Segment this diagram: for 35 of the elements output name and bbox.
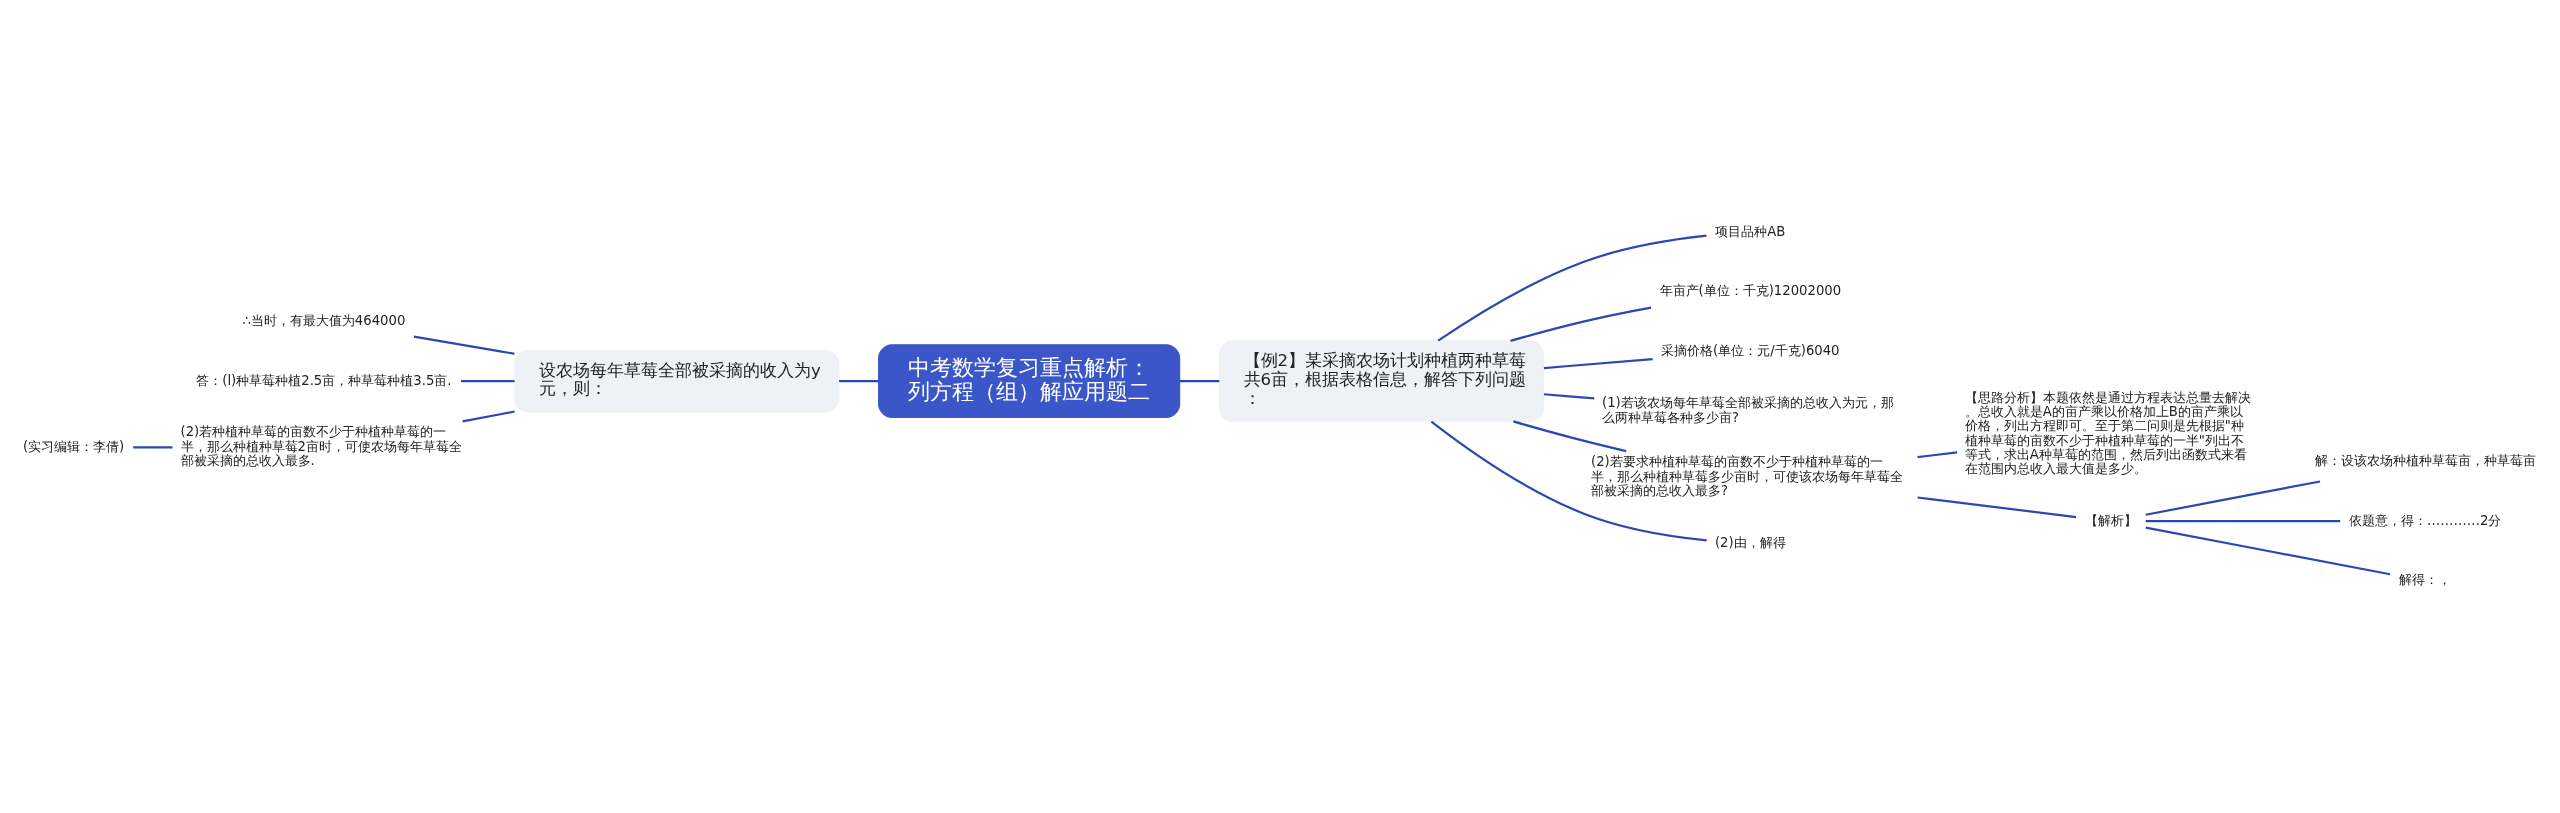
- connector: [1437, 234, 1707, 342]
- node-text: (实习编辑：李倩): [22, 438, 125, 454]
- connector: [133, 446, 173, 449]
- node-text: 解：设该农场种植种草莓亩，种草莓亩: [2314, 453, 2536, 469]
- connector: [839, 380, 879, 383]
- node-text: (1)若该农场每年草莓全部被采摘的总收入为元，那么两种草莓各种多少亩?: [1602, 395, 1894, 425]
- connector: [2145, 480, 2321, 516]
- node-text: 项目品种AB: [1715, 223, 1786, 239]
- node-text: 答：(l)种草莓种植2.5亩，种草莓种植3.5亩.: [196, 372, 452, 388]
- connector: [1513, 420, 1627, 453]
- node-text: 解得：，: [2399, 572, 2452, 588]
- connector: [2145, 526, 2391, 576]
- node-text: (2)若种植种草莓的亩数不少于种植种草莓的一半，那么种植种草莓2亩时，可使农场每年草莓全部被采摘的总收入最多.: [180, 424, 462, 469]
- connector: [462, 410, 515, 423]
- node-text: (2)若要求种植种草莓的亩数不少于种植种草莓的一半，那么种植种草莓多少亩时，可使该农场每年草莓全部被采摘的总收入最多?: [1590, 454, 1903, 498]
- connector: [461, 380, 515, 383]
- connector: [1543, 358, 1653, 370]
- node-text: 采摘价格(单位：元/千克)6040: [1661, 342, 1840, 358]
- node-text: 年亩产(单位：千克)12002000: [1659, 283, 1842, 299]
- node-text: ∴当时，有最大值为464000: [242, 313, 406, 328]
- connector: [1510, 306, 1652, 342]
- connector: [1543, 393, 1595, 400]
- connector: [2145, 520, 2341, 523]
- node-text: (2)由，解得: [1714, 534, 1786, 550]
- node-text: 依题意，得：…………2分: [2349, 512, 2502, 528]
- connector: [1917, 451, 1958, 459]
- node-text: 【解析】: [2084, 512, 2137, 528]
- node-box: 中考数学复习重点解析：列方程（组）解应用题二: [878, 344, 1181, 419]
- connector: [1179, 380, 1220, 383]
- node-box: 【例2】某采摘农场计划种植两种草莓共6亩，根据表格信息，解答下列问题：: [1218, 340, 1545, 422]
- node-text: 【思路分析】本题依然是通过方程表达总量去解决。总收入就是A的亩产乘以价格加上B的亩产乘以价格，列出方程即可。至于第二问则是先根据"种植种草莓的亩数不少于种植种草莓的一半"列出不等式，求出A种草莓的范围，然后列出函数式来看在范围内总收入最大值是多少。: [1964, 389, 2251, 477]
- connector: [413, 335, 515, 355]
- connector: [1917, 496, 2077, 519]
- connector: [1430, 420, 1707, 542]
- node-box: 设农场每年草莓全部被采摘的收入为y元，则：: [514, 349, 840, 413]
